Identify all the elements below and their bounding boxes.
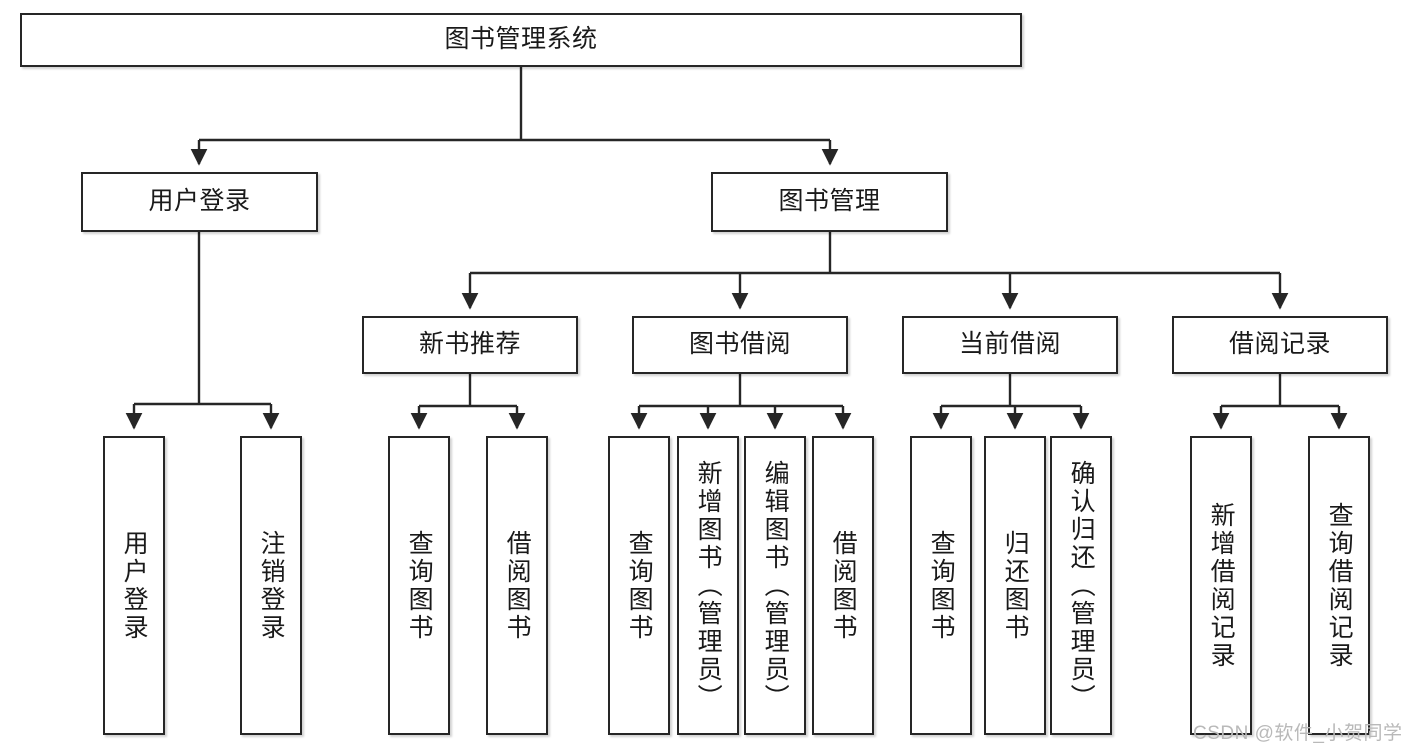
node-leaf-return-book-label: 归还图书 [1001,529,1030,642]
node-leaf-query-record-label: 查询借阅记录 [1325,501,1354,670]
node-leaf-add-record[interactable]: 新增借阅记录 [1190,436,1252,735]
node-new-book-recommend-label: 新书推荐 [418,330,521,359]
node-user-login[interactable]: 用户登录 [81,172,318,232]
node-leaf-user-login[interactable]: 用户登录 [103,436,165,735]
node-new-book-recommend[interactable]: 新书推荐 [362,316,578,374]
node-leaf-query-book-3-label: 查询图书 [927,529,956,642]
node-leaf-borrow-book-2-label: 借阅图书 [829,529,858,642]
node-leaf-borrow-book-1-label: 借阅图书 [503,529,532,642]
node-leaf-query-book-2-label: 查询图书 [625,529,654,642]
node-leaf-query-book-2[interactable]: 查询图书 [608,436,670,735]
node-leaf-edit-book-label: 编辑图书（管理员） [761,459,790,712]
node-leaf-user-logout[interactable]: 注销登录 [240,436,302,735]
node-current-borrow[interactable]: 当前借阅 [902,316,1118,374]
node-leaf-return-book[interactable]: 归还图书 [984,436,1046,735]
node-leaf-borrow-book-1[interactable]: 借阅图书 [486,436,548,735]
node-borrow-record-label: 借阅记录 [1228,330,1331,359]
node-leaf-confirm-return-label: 确认归还（管理员） [1067,459,1096,712]
node-leaf-query-record[interactable]: 查询借阅记录 [1308,436,1370,735]
node-book-borrow[interactable]: 图书借阅 [632,316,848,374]
node-borrow-record[interactable]: 借阅记录 [1172,316,1388,374]
node-leaf-user-login-label: 用户登录 [120,529,149,642]
node-leaf-query-book-1[interactable]: 查询图书 [388,436,450,735]
node-leaf-query-book-1-label: 查询图书 [405,529,434,642]
node-book-manage-label: 图书管理 [778,187,881,216]
node-current-borrow-label: 当前借阅 [958,330,1061,359]
node-root[interactable]: 图书管理系统 [20,13,1022,67]
node-root-label: 图书管理系统 [444,25,598,54]
node-leaf-query-book-3[interactable]: 查询图书 [910,436,972,735]
node-user-login-label: 用户登录 [148,187,251,216]
node-leaf-borrow-book-2[interactable]: 借阅图书 [812,436,874,735]
node-leaf-edit-book[interactable]: 编辑图书（管理员） [744,436,806,735]
node-book-borrow-label: 图书借阅 [688,330,791,359]
node-book-manage[interactable]: 图书管理 [711,172,948,232]
node-leaf-user-logout-label: 注销登录 [257,529,286,642]
node-leaf-confirm-return[interactable]: 确认归还（管理员） [1050,436,1112,735]
node-leaf-add-record-label: 新增借阅记录 [1207,501,1236,670]
node-leaf-add-book-label: 新增图书（管理员） [694,459,723,712]
node-leaf-add-book[interactable]: 新增图书（管理员） [677,436,739,735]
csdn-watermark: CSDN @软件_小贺同学 [1193,723,1403,744]
